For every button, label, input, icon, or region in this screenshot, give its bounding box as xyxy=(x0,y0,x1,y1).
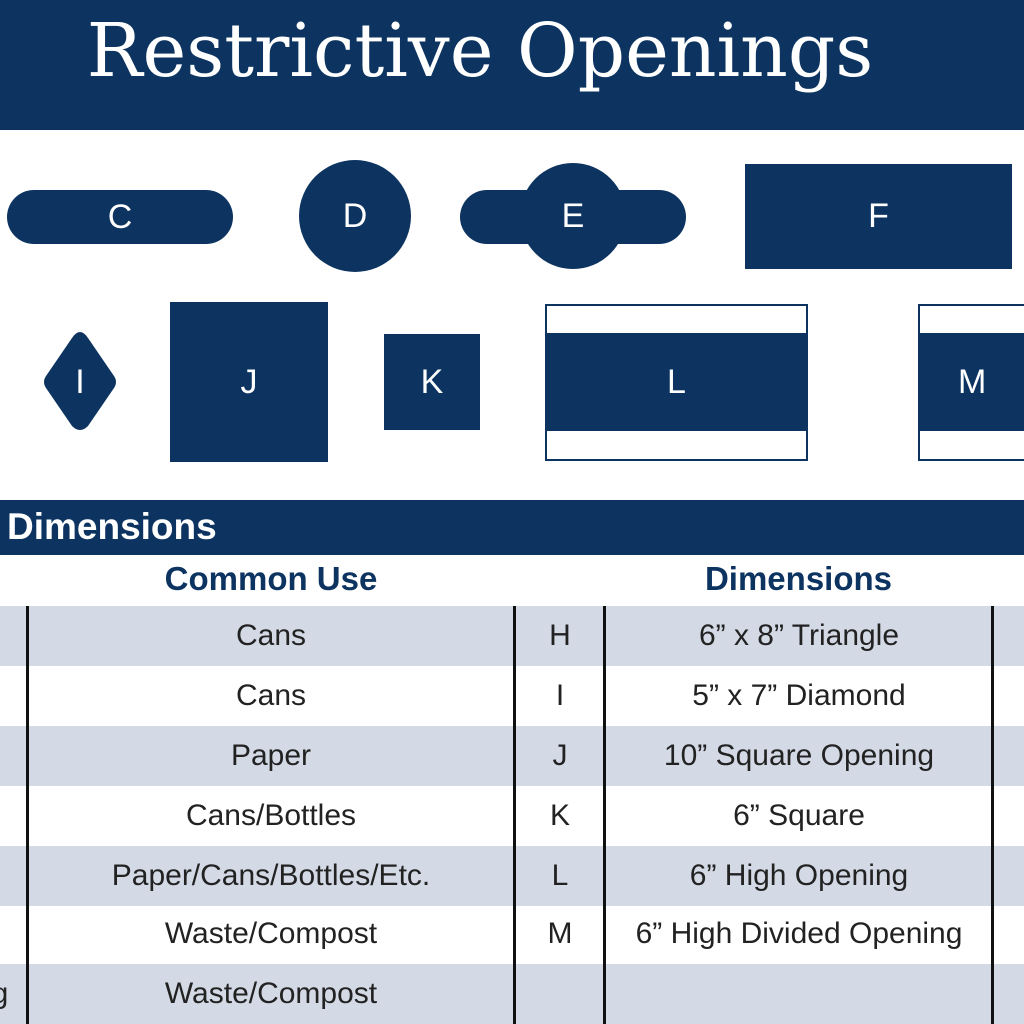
code-cell: H xyxy=(549,619,571,652)
shape-label: L xyxy=(667,362,686,401)
opening-shape-i: I xyxy=(44,330,116,434)
table-row: Paper/Cans/Bottles/Etc. L 6” High Opening xyxy=(0,846,1024,906)
code-cell xyxy=(516,964,604,1024)
column-divider xyxy=(513,606,516,1024)
opening-shape-e: E xyxy=(520,163,626,269)
row-left-text xyxy=(0,666,20,726)
opening-shape-j: J xyxy=(170,302,328,462)
table-row: g Waste/Compost xyxy=(0,964,1024,1024)
diamond-icon xyxy=(44,332,116,430)
title-banner: Restrictive Openings xyxy=(0,0,1024,130)
section-title: Dimensions xyxy=(7,506,217,547)
common-use-cell: Paper xyxy=(230,739,312,772)
column-header-dimensions: Dimensions xyxy=(704,560,893,597)
shape-label: C xyxy=(107,197,133,236)
row-left-text xyxy=(0,904,20,964)
dimensions-cell: 6” Square xyxy=(733,799,865,832)
code-cell: K xyxy=(549,799,570,832)
opening-shape-k: K xyxy=(384,334,480,430)
shape-label: M xyxy=(958,362,987,401)
row-left-text xyxy=(0,846,20,906)
row-left-text xyxy=(0,726,20,786)
column-divider xyxy=(991,606,994,1024)
common-use-cell: Cans/Bottles xyxy=(185,799,357,832)
opening-shape-f: F xyxy=(745,164,1012,269)
dimensions-cell: 6” High Opening xyxy=(689,859,909,892)
page-title: Restrictive Openings xyxy=(86,8,874,94)
common-use-cell: Cans xyxy=(235,619,307,652)
table-row: Paper J 10” Square Opening xyxy=(0,726,1024,786)
shape-label: D xyxy=(342,196,368,235)
opening-shape-d: D xyxy=(299,160,411,272)
dimensions-cell: 6” High Divided Opening xyxy=(635,917,963,950)
dimensions-cell xyxy=(606,964,992,1024)
table-row: Cans I 5” x 7” Diamond xyxy=(0,666,1024,726)
opening-shape-m: M xyxy=(918,333,1024,431)
shape-label: J xyxy=(240,362,258,401)
code-cell: L xyxy=(551,859,569,892)
common-use-cell: Cans xyxy=(235,679,307,712)
shape-label: E xyxy=(561,196,585,235)
common-use-cell: Waste/Compost xyxy=(164,917,378,950)
code-cell: J xyxy=(552,739,568,772)
code-cell: M xyxy=(547,917,573,950)
column-header-common-use: Common Use xyxy=(164,560,378,597)
opening-shape-l: L xyxy=(545,333,808,431)
opening-shape-c: C xyxy=(7,190,233,244)
dimensions-cell: 5” x 7” Diamond xyxy=(692,679,906,712)
dimensions-cell: 6” x 8” Triangle xyxy=(698,619,900,652)
row-left-text xyxy=(0,606,20,666)
section-banner: Dimensions xyxy=(0,500,1024,555)
row-left-text: g xyxy=(0,964,20,1024)
table-row: Waste/Compost M 6” High Divided Opening xyxy=(0,904,1024,964)
column-divider xyxy=(603,606,606,1024)
table-row: Cans/Bottles K 6” Square xyxy=(0,786,1024,846)
table-row: Cans H 6” x 8” Triangle xyxy=(0,606,1024,666)
common-use-cell: Paper/Cans/Bottles/Etc. xyxy=(111,859,431,892)
code-cell: I xyxy=(555,679,565,712)
shape-label: K xyxy=(420,362,444,401)
shape-label: F xyxy=(868,197,889,235)
column-divider xyxy=(26,606,29,1024)
common-use-cell: Waste/Compost xyxy=(164,977,378,1010)
row-left-text xyxy=(0,786,20,846)
shape-label: I xyxy=(75,362,85,401)
dimensions-cell: 10” Square Opening xyxy=(663,739,935,772)
